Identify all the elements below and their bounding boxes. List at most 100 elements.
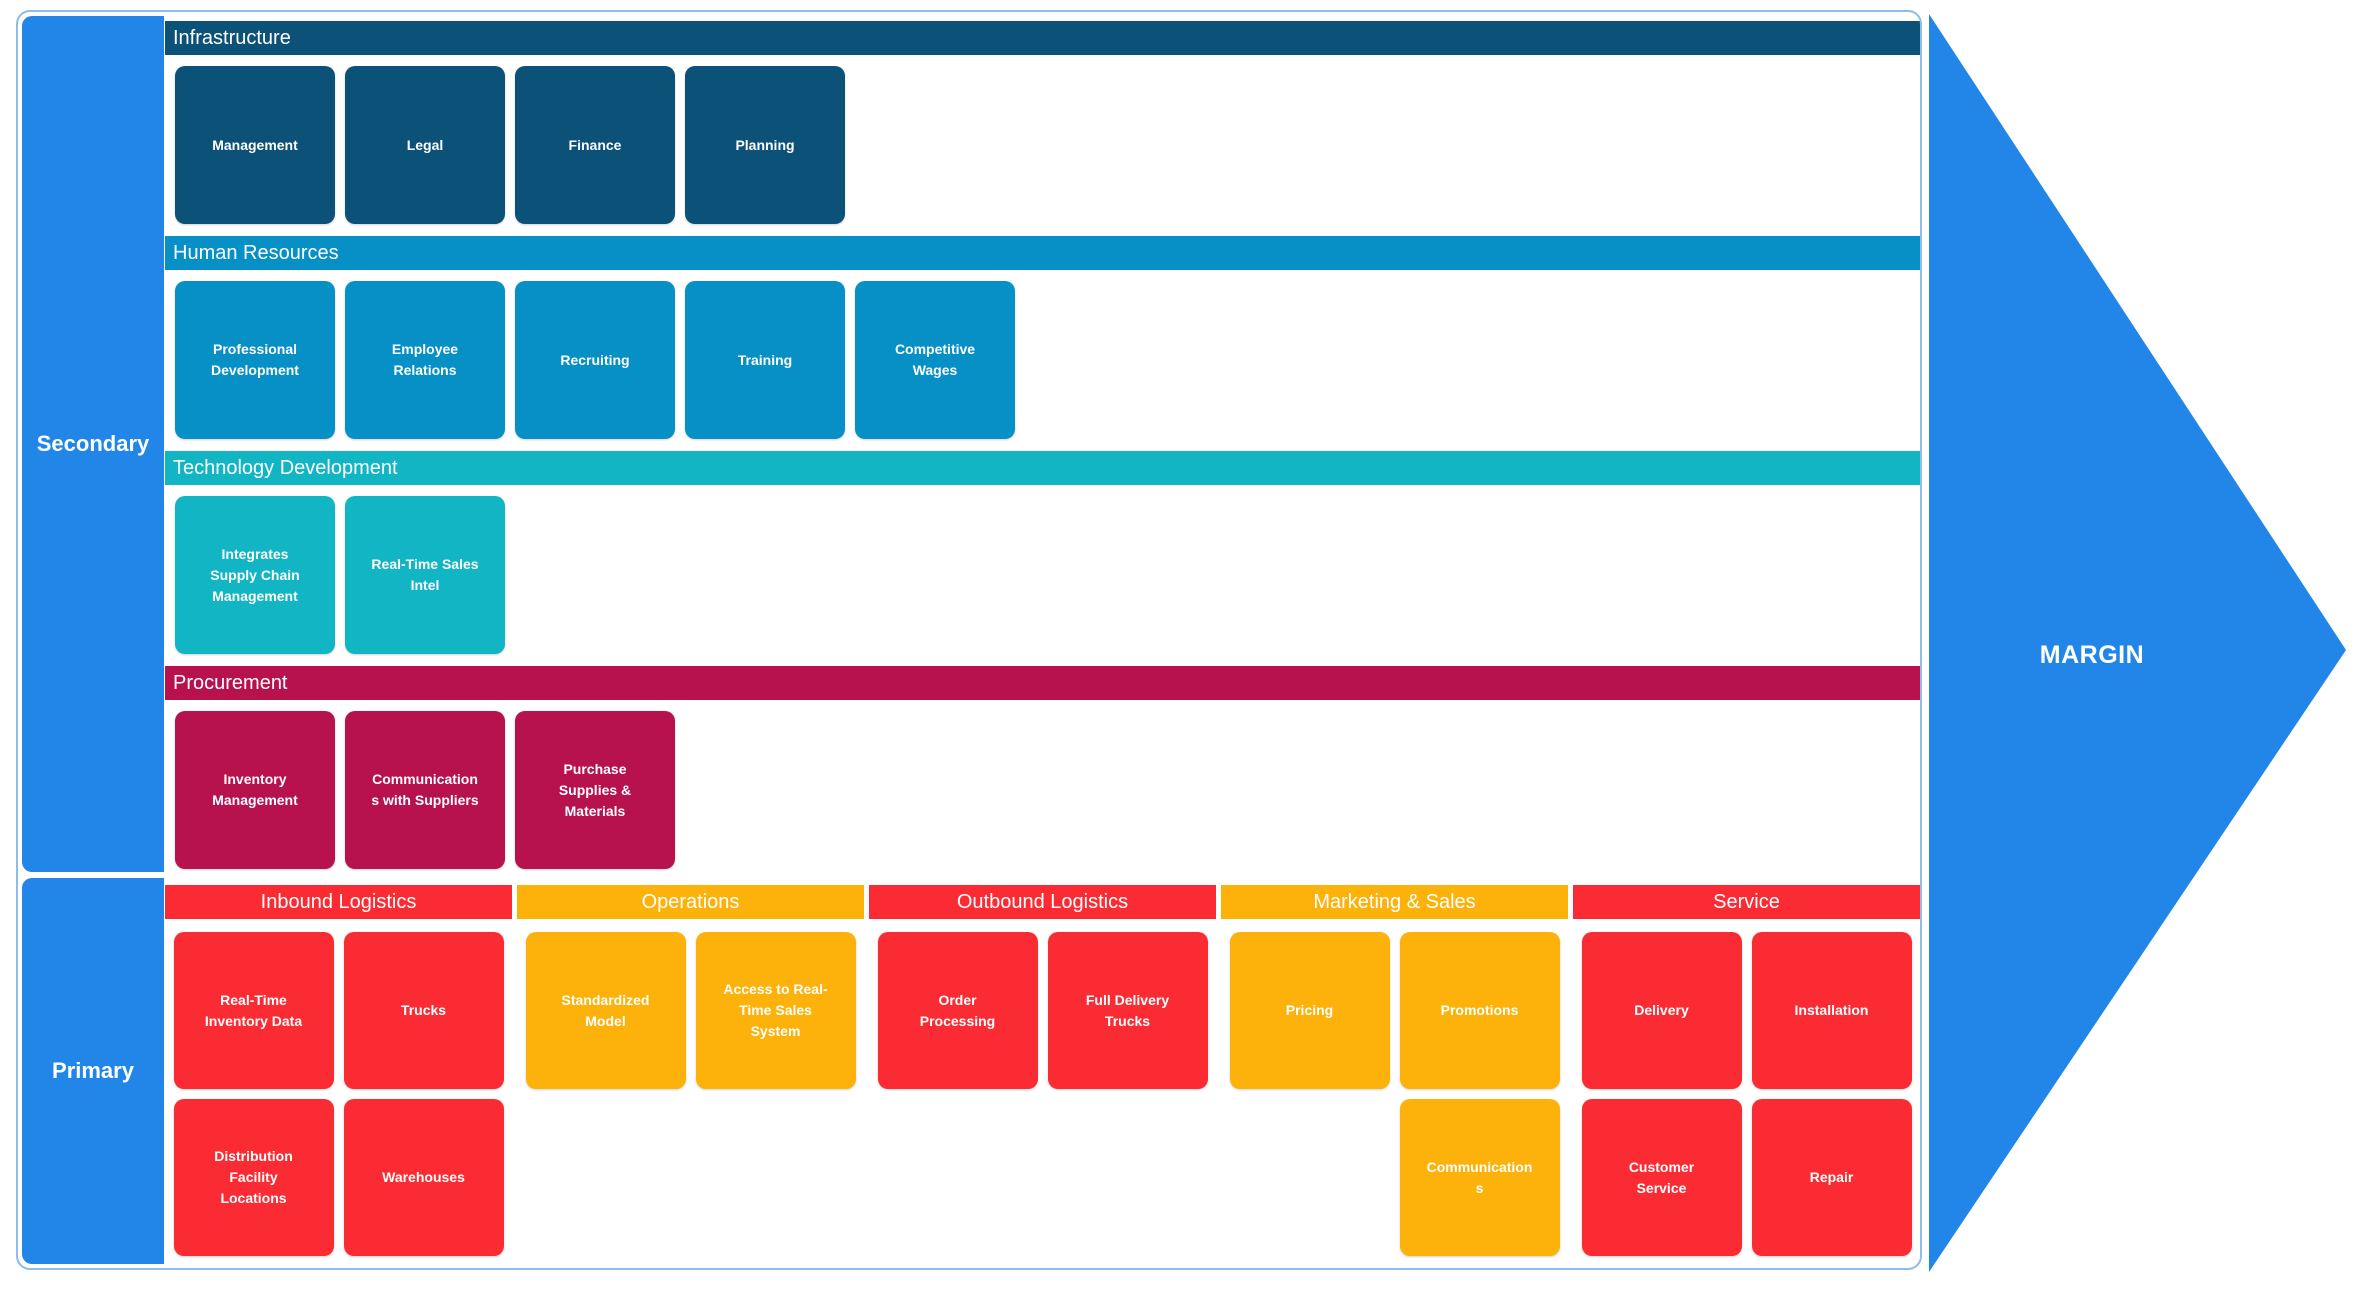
- primary-col-marketing-sales: Marketing & Sales Pricing Promotions Com…: [1221, 885, 1568, 1256]
- primary-col-outbound-logistics: Outbound Logistics Order Processing Full…: [869, 885, 1216, 1256]
- margin-arrow-shape: [1929, 14, 2346, 1272]
- section-human-resources: Human Resources Professional Development…: [165, 236, 1920, 439]
- section-header-outbound-logistics: Outbound Logistics: [869, 885, 1216, 919]
- primary-col-operations: Operations Standardized Model Access to …: [517, 885, 864, 1256]
- inbound-logistics-card-grid: Real-Time Inventory Data Trucks Distribu…: [165, 932, 512, 1256]
- card-label: Employee Relations: [391, 341, 459, 378]
- card-label: Standardized Model: [561, 991, 650, 1029]
- infrastructure-card-row: Management Legal Finance Planning: [165, 66, 1920, 224]
- card-label: Training: [737, 351, 793, 368]
- card-communications-with-suppliers: Communications with Suppliers: [345, 711, 505, 869]
- card-integrates-supply-chain-management: Integrates Supply Chain Management: [175, 496, 335, 654]
- human-resources-card-row: Professional Development Employee Relati…: [165, 281, 1920, 439]
- card-inventory-management: Inventory Management: [175, 711, 335, 869]
- card-label: Customer Service: [1628, 1158, 1695, 1196]
- card-label: Pricing: [1285, 1002, 1334, 1018]
- chain-container: Secondary Primary Infrastructure Managem…: [16, 10, 1922, 1270]
- card-label: Distribution Facility Locations: [214, 1148, 293, 1206]
- card-competitive-wages: Competitive Wages: [855, 281, 1015, 439]
- card-label: Inventory Management: [212, 771, 298, 808]
- service-card-grid: Delivery Installation Customer Service R…: [1573, 932, 1920, 1256]
- section-header-technology-development: Technology Development: [165, 451, 1920, 485]
- secondary-label: Secondary: [36, 431, 150, 456]
- card-customer-service: Customer Service: [1581, 1099, 1742, 1256]
- card-label: Communications with Suppliers: [371, 771, 479, 808]
- card-label: Competitive Wages: [894, 341, 976, 378]
- card-access-to-real-time-sales-system: Access to Real-Time Sales System: [695, 932, 856, 1089]
- primary-col-service: Service Delivery Installation Customer S…: [1573, 885, 1920, 1256]
- section-header-marketing-sales: Marketing & Sales: [1221, 885, 1568, 919]
- section-technology-development: Technology Development Integrates Supply…: [165, 451, 1920, 654]
- card-label: Access to Real-Time Sales System: [723, 981, 828, 1039]
- card-label: Professional Development: [211, 341, 299, 378]
- section-title-outbound-logistics: Outbound Logistics: [956, 891, 1129, 913]
- card-distribution-facility-locations: Distribution Facility Locations: [173, 1099, 334, 1256]
- section-header-operations: Operations: [517, 885, 864, 919]
- card-pricing: Pricing: [1229, 932, 1390, 1089]
- section-title-inbound-logistics: Inbound Logistics: [260, 891, 417, 913]
- card-label: Legal: [406, 136, 444, 153]
- section-header-service: Service: [1573, 885, 1920, 919]
- card-promotions: Promotions: [1399, 932, 1560, 1089]
- section-title-infrastructure: Infrastructure: [173, 27, 291, 49]
- section-title-service: Service: [1713, 891, 1780, 913]
- card-label: Full Delivery Trucks: [1085, 991, 1170, 1029]
- section-title-operations: Operations: [641, 891, 740, 913]
- card-purchase-supplies-materials: Purchase Supplies & Materials: [515, 711, 675, 869]
- card-training: Training: [685, 281, 845, 439]
- card-standardized-model: Standardized Model: [525, 932, 686, 1089]
- primary-col-inbound-logistics: Inbound Logistics Real-Time Inventory Da…: [165, 885, 512, 1256]
- card-management: Management: [175, 66, 335, 224]
- section-header-infrastructure: Infrastructure: [165, 21, 1920, 55]
- primary-activities-block: Primary: [22, 878, 164, 1264]
- section-header-procurement: Procurement: [165, 666, 1920, 700]
- section-infrastructure: Infrastructure Management Legal Finance …: [165, 21, 1920, 224]
- card-label: Warehouses: [382, 1169, 465, 1185]
- card-planning: Planning: [685, 66, 845, 224]
- card-label: Installation: [1794, 1002, 1869, 1018]
- card-warehouses: Warehouses: [343, 1099, 504, 1256]
- card-employee-relations: Employee Relations: [345, 281, 505, 439]
- card-communications: Communications: [1399, 1099, 1560, 1256]
- card-delivery: Delivery: [1581, 932, 1742, 1089]
- marketing-sales-card-grid: Pricing Promotions Communications: [1221, 932, 1568, 1256]
- primary-label: Primary: [52, 1058, 134, 1083]
- card-order-processing: Order Processing: [877, 932, 1038, 1089]
- card-real-time-sales-intel: Real-Time Sales Intel: [345, 496, 505, 654]
- outbound-logistics-card-grid: Order Processing Full Delivery Trucks: [869, 932, 1216, 1089]
- card-label: Real-Time Sales Intel: [371, 556, 479, 593]
- card-label: Trucks: [400, 1002, 447, 1018]
- section-title-procurement: Procurement: [173, 672, 288, 694]
- card-label: Purchase Supplies & Materials: [558, 760, 632, 819]
- margin-arrow-polygon: [1929, 14, 2346, 1272]
- card-real-time-inventory-data: Real-Time Inventory Data: [173, 932, 334, 1089]
- card-label: Promotions: [1440, 1002, 1519, 1018]
- section-title-human-resources: Human Resources: [173, 242, 339, 264]
- section-header-human-resources: Human Resources: [165, 236, 1920, 270]
- chain-content: Infrastructure Management Legal Finance …: [165, 12, 1920, 1268]
- card-label: Real-Time Inventory Data: [204, 991, 303, 1029]
- section-title-technology-development: Technology Development: [173, 457, 398, 479]
- card-label: Communications: [1426, 1158, 1533, 1196]
- card-label: Integrates Supply Chain Management: [210, 545, 300, 604]
- primary-band: Inbound Logistics Real-Time Inventory Da…: [165, 885, 1920, 1256]
- card-full-delivery-trucks: Full Delivery Trucks: [1047, 932, 1208, 1089]
- card-repair: Repair: [1751, 1099, 1912, 1256]
- card-label: Repair: [1809, 1169, 1854, 1185]
- margin-arrow: MARGIN: [1929, 14, 2349, 1272]
- card-label: Recruiting: [560, 351, 630, 368]
- technology-card-row: Integrates Supply Chain Management Real-…: [165, 496, 1920, 654]
- card-label: Order Processing: [919, 991, 996, 1029]
- procurement-card-row: Inventory Management Communications with…: [165, 711, 1920, 869]
- sidebar: Secondary Primary: [22, 16, 164, 1264]
- operations-card-grid: Standardized Model Access to Real-Time S…: [517, 932, 864, 1089]
- card-professional-development: Professional Development: [175, 281, 335, 439]
- card-installation: Installation: [1751, 932, 1912, 1089]
- card-recruiting: Recruiting: [515, 281, 675, 439]
- section-title-marketing-sales: Marketing & Sales: [1313, 891, 1476, 913]
- card-trucks: Trucks: [343, 932, 504, 1089]
- section-procurement: Procurement Inventory Management Communi…: [165, 666, 1920, 869]
- margin-label: MARGIN: [2039, 641, 2145, 669]
- card-label: Finance: [568, 136, 622, 153]
